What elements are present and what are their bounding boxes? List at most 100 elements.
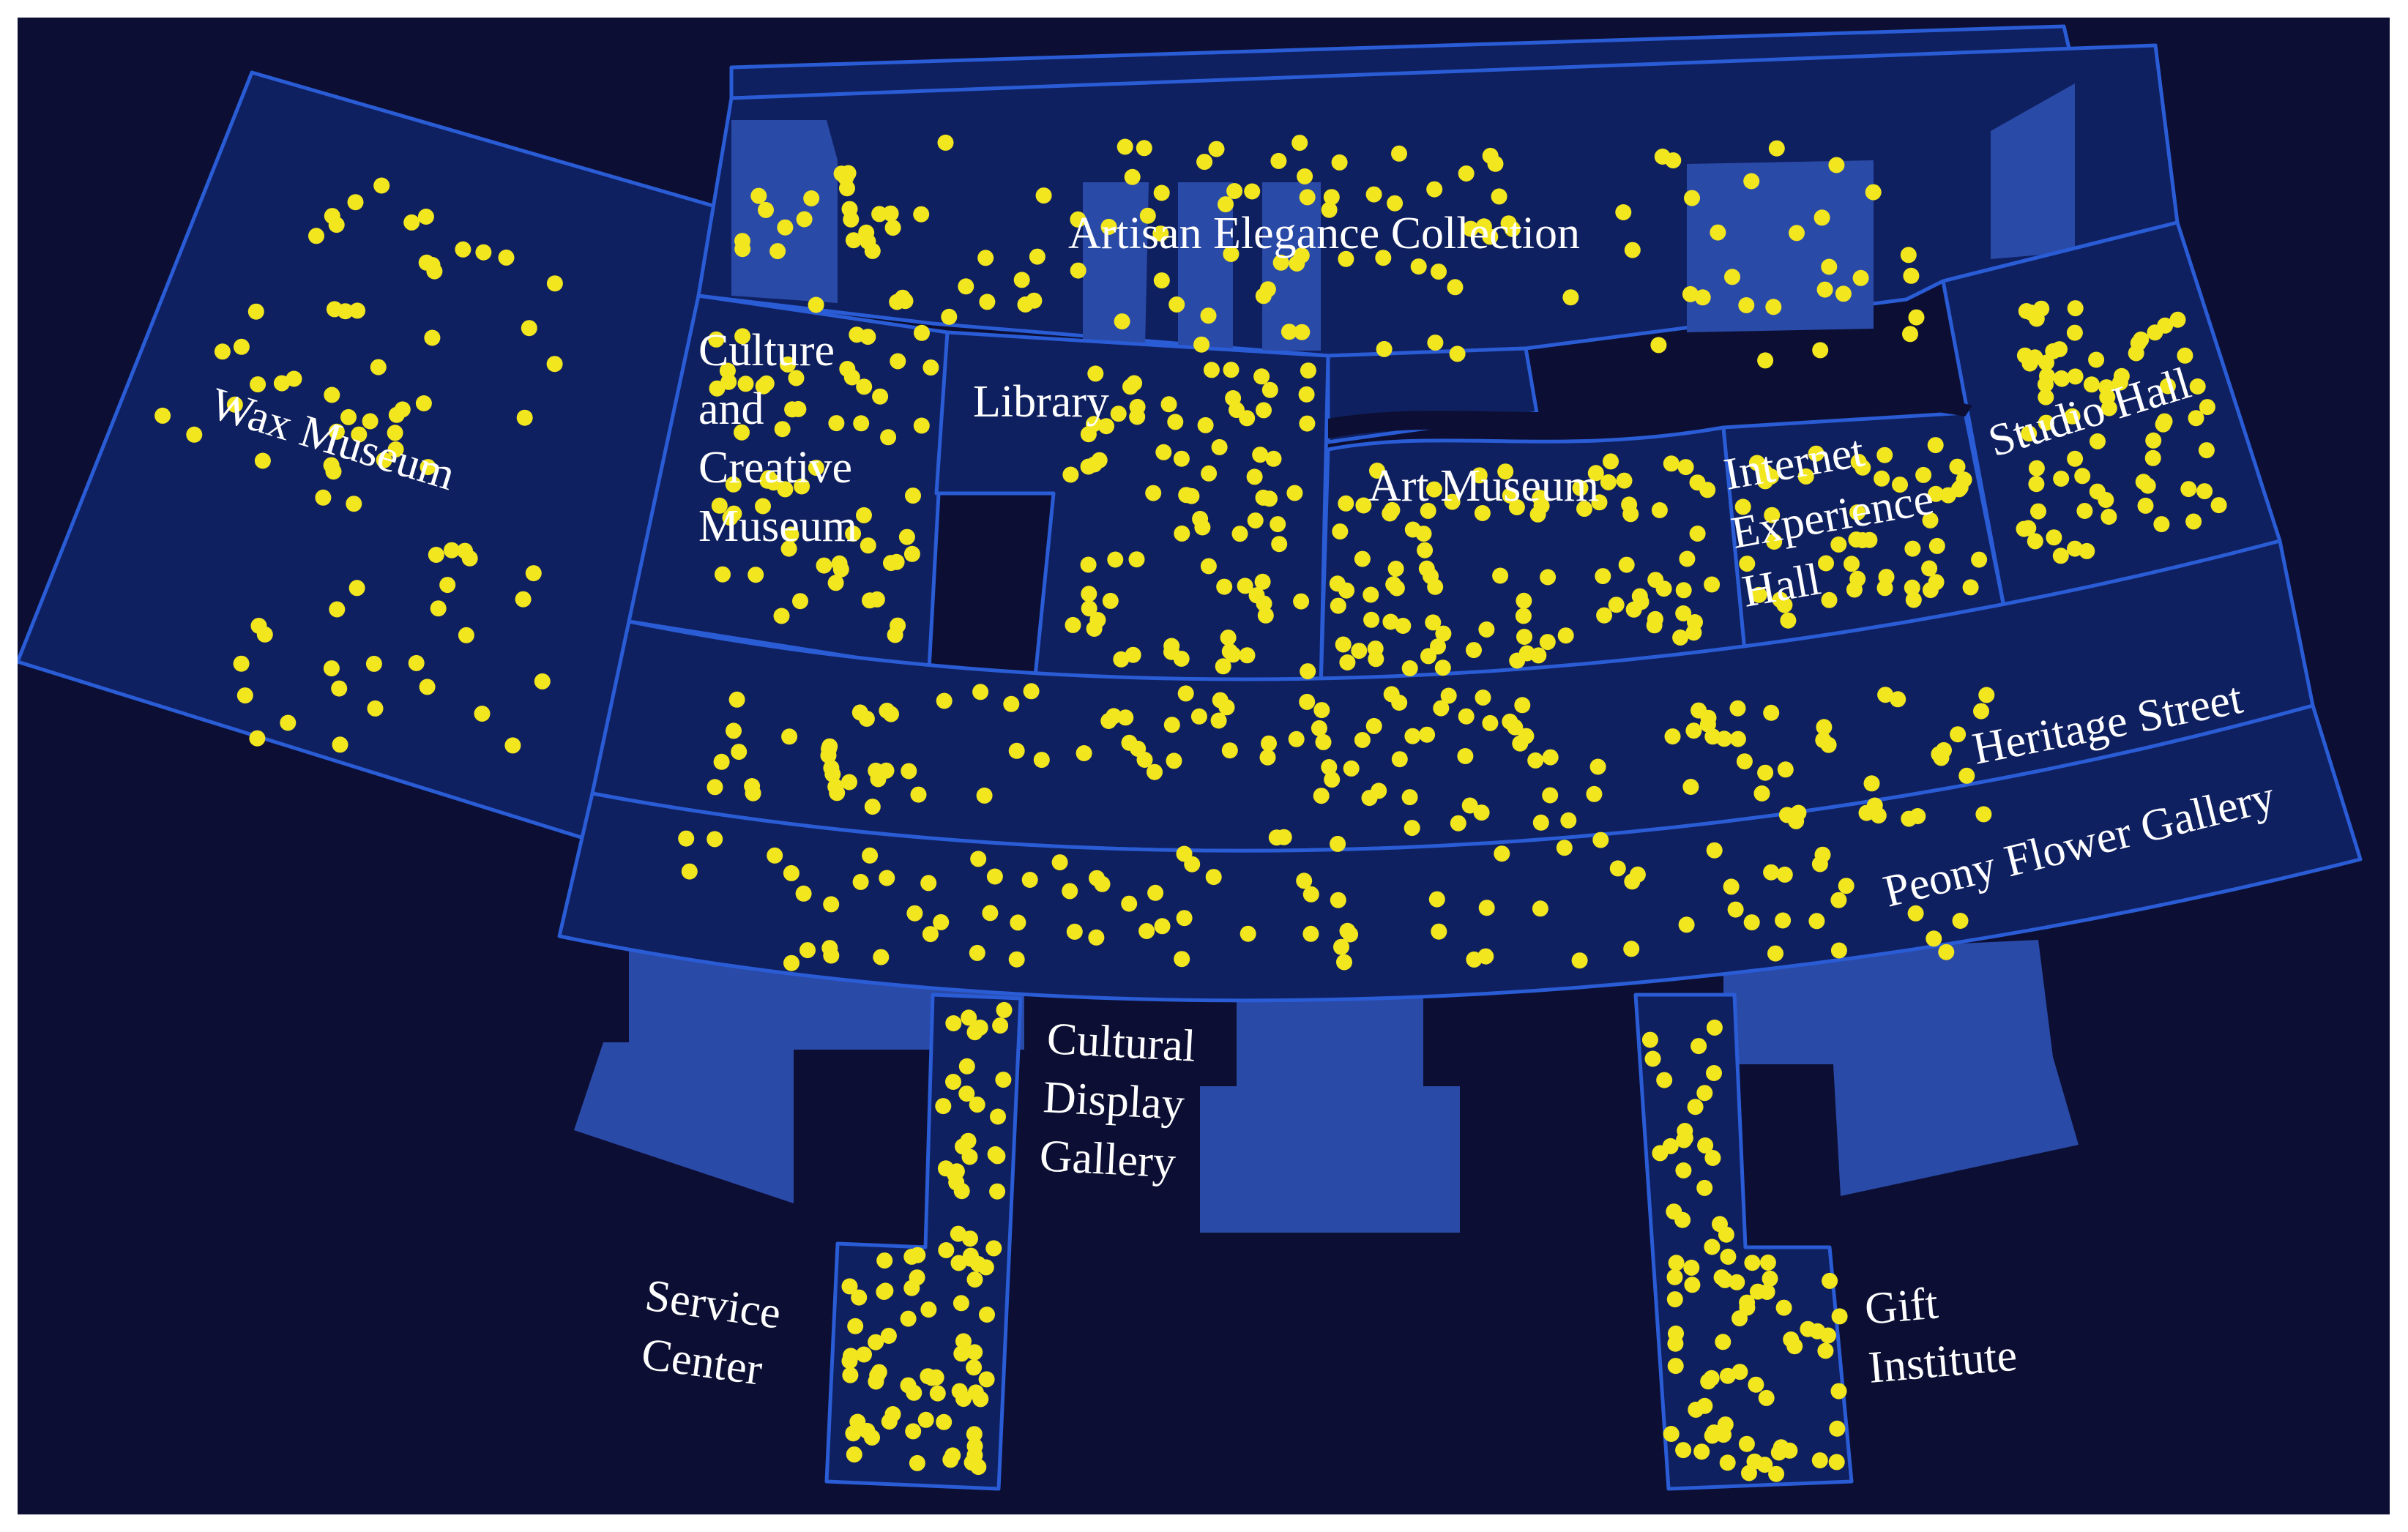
visitor-dot	[2130, 335, 2147, 351]
visitor-dot	[1706, 1019, 1723, 1036]
visitor-dot	[1293, 593, 1310, 610]
visitor-dot	[842, 1367, 859, 1383]
visitor-dot	[1229, 402, 1245, 419]
visitor-dot	[1196, 154, 1213, 171]
label-service-line-1: Service	[642, 1271, 784, 1339]
visitor-dot	[1849, 504, 1865, 520]
visitor-dot	[990, 1108, 1006, 1125]
visitor-dot	[707, 779, 723, 796]
visitor-dot	[1070, 262, 1086, 279]
visitor-dot	[1706, 1065, 1722, 1081]
visitor-dot	[941, 308, 958, 325]
visitor-dot	[860, 233, 876, 250]
visitor-dot	[828, 415, 845, 432]
visitor-dot	[2038, 389, 2054, 406]
visitor-dot	[970, 851, 987, 867]
visitor-dot	[1683, 1259, 1700, 1276]
visitor-dot	[841, 774, 857, 791]
visitor-dot	[900, 1310, 917, 1327]
visitor-dot	[2076, 503, 2093, 519]
visitor-dot	[1223, 246, 1240, 262]
visitor-dot	[1687, 1099, 1704, 1116]
visitor-dot	[1261, 490, 1278, 507]
map-canvas: Wax Museum Artisan Elegance Collection C…	[18, 24, 2363, 1491]
visitor-dot	[1253, 368, 1270, 385]
visitor-dot	[419, 679, 436, 695]
visitor-dot	[1562, 289, 1579, 306]
visitor-dot	[2067, 540, 2083, 557]
water-channel	[1328, 390, 1972, 438]
visitor-dot	[1080, 556, 1097, 573]
visitor-dot	[1087, 365, 1104, 382]
visitor-dot	[1748, 455, 1765, 471]
visitor-dot	[1457, 748, 1474, 764]
visitor-dot	[154, 407, 171, 424]
visitor-dot	[898, 528, 915, 545]
visitor-dot	[734, 424, 750, 441]
visitor-dot	[1313, 788, 1330, 804]
lower-buildings	[574, 936, 2079, 1233]
visitor-dot	[1651, 502, 1668, 518]
visitor-dot	[901, 763, 917, 780]
visitor-dot	[2079, 542, 2095, 559]
visitor-dot	[1335, 636, 1352, 653]
visitor-dot	[2038, 376, 2054, 393]
visitor-dot	[324, 208, 340, 225]
visitor-dot	[1693, 1443, 1710, 1460]
visitor-dot	[1427, 335, 1444, 351]
visitor-dot	[1354, 732, 1371, 748]
visitor-dot	[1738, 1435, 1755, 1452]
visitor-dot	[938, 1242, 955, 1258]
visitor-dot	[962, 1230, 978, 1247]
visitor-dot	[1383, 686, 1400, 703]
visitor-dot	[1797, 468, 1814, 485]
visitor-dot	[1938, 944, 1955, 960]
visitor-dot	[1706, 842, 1723, 859]
visitor-dot	[734, 328, 751, 345]
visitor-dot	[1404, 820, 1420, 837]
visitor-dot	[758, 201, 774, 218]
visitor-dot	[1321, 759, 1338, 775]
visitor-dot	[2028, 310, 2045, 327]
visitor-dot	[1830, 892, 1847, 908]
visitor-dot	[906, 905, 923, 922]
visitor-dot	[969, 1096, 985, 1113]
visitor-dot	[937, 134, 954, 151]
visitor-dot	[1696, 1085, 1713, 1102]
visitor-dot	[1153, 184, 1170, 201]
visitor-dot	[913, 206, 930, 223]
visitor-dot	[1167, 414, 1184, 430]
visitor-dot	[945, 1015, 962, 1031]
visitor-dot	[332, 736, 348, 753]
visitor-dot	[1775, 1299, 1792, 1316]
visitor-dot	[1684, 1277, 1701, 1293]
visitor-dot	[1595, 568, 1611, 585]
visitor-dot	[1633, 594, 1650, 610]
visitor-dot	[1816, 719, 1833, 736]
visitor-dot	[1268, 829, 1285, 846]
zone-gift-institute[interactable]	[1633, 993, 1854, 1491]
visitor-dot	[1858, 804, 1875, 821]
visitor-dot	[1685, 722, 1702, 739]
visitor-dot	[1076, 745, 1092, 761]
visitor-dot	[1666, 1291, 1683, 1308]
visitor-dot	[1420, 502, 1436, 519]
visitor-dot	[734, 233, 750, 250]
visitor-dot	[1215, 658, 1231, 675]
visitor-dot	[1616, 472, 1633, 489]
visitor-dot	[1471, 467, 1488, 484]
visitor-dot	[1138, 923, 1155, 939]
visitor-dot	[795, 885, 812, 902]
visitor-dot	[1102, 592, 1119, 609]
visitor-dot	[1401, 789, 1418, 806]
visitor-dot	[843, 211, 860, 228]
zone-peony-flower-gallery[interactable]	[557, 703, 2363, 1003]
visitor-dot	[1461, 797, 1478, 814]
visitor-dot	[2088, 351, 2105, 368]
visitor-dot	[1298, 386, 1315, 403]
visitor-dot	[1809, 1323, 1826, 1339]
visitor-dot	[1767, 945, 1783, 962]
visitor-dot	[773, 608, 790, 624]
visitor-dot	[233, 655, 250, 672]
visitor-dot	[273, 375, 290, 392]
